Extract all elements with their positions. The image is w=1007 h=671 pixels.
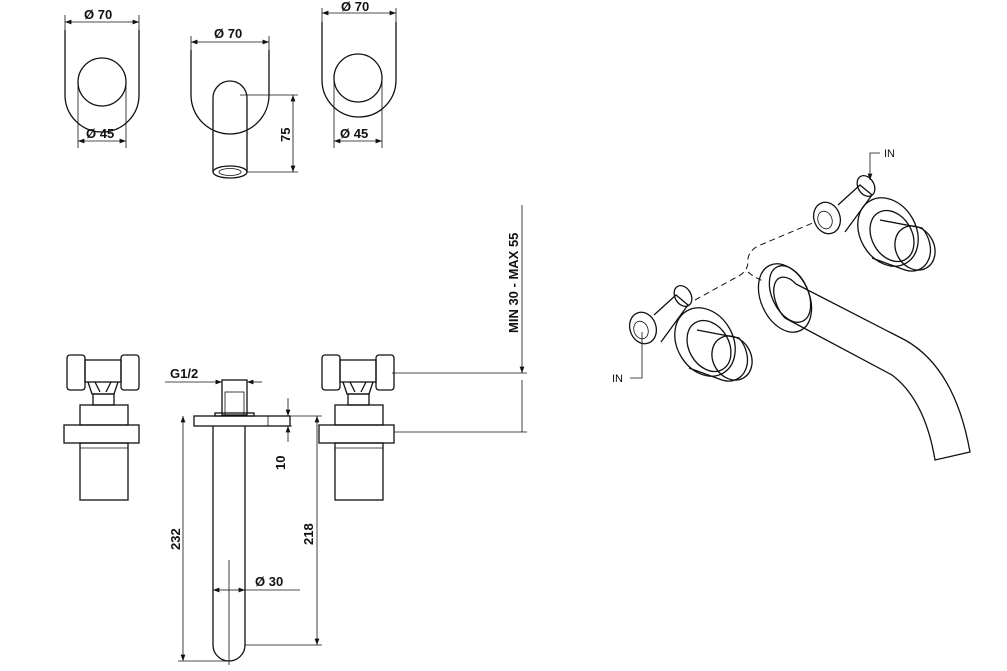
dim-spout-projection: 75: [278, 128, 293, 142]
dim-right-outer-diameter: Ø 70: [341, 0, 369, 14]
dim-spout-length: 218: [301, 523, 316, 545]
dim-left-outer-diameter: Ø 70: [84, 7, 112, 22]
label-inlet-top: IN: [884, 148, 895, 160]
top-view-spout: Ø 70 75: [190, 26, 298, 179]
front-view-spout: G1/2 232 218 10 Ø 30: [165, 366, 322, 665]
dim-flange-thickness: 10: [273, 456, 288, 470]
dim-left-inner-diameter: Ø 45: [86, 126, 114, 141]
dim-spout-flange-diameter: Ø 70: [214, 26, 242, 41]
dim-spout-diameter: Ø 30: [255, 574, 283, 589]
front-view-right-valve: [318, 354, 395, 501]
top-view-left-handle: Ø 70 Ø 45: [64, 7, 140, 148]
top-view-right-handle: Ø 70 Ø 45: [321, 0, 397, 148]
dim-spout-total-length: 232: [168, 528, 183, 550]
label-inlet-bottom: IN: [612, 373, 623, 385]
wall-depth-dimension: MIN 30 - MAX 55: [392, 205, 527, 433]
dim-thread: G1/2: [170, 366, 198, 381]
dim-right-inner-diameter: Ø 45: [340, 126, 368, 141]
iso-view: IN IN: [612, 148, 971, 461]
front-view-left-valve: [63, 354, 140, 501]
dim-wall-depth: MIN 30 - MAX 55: [506, 233, 521, 333]
